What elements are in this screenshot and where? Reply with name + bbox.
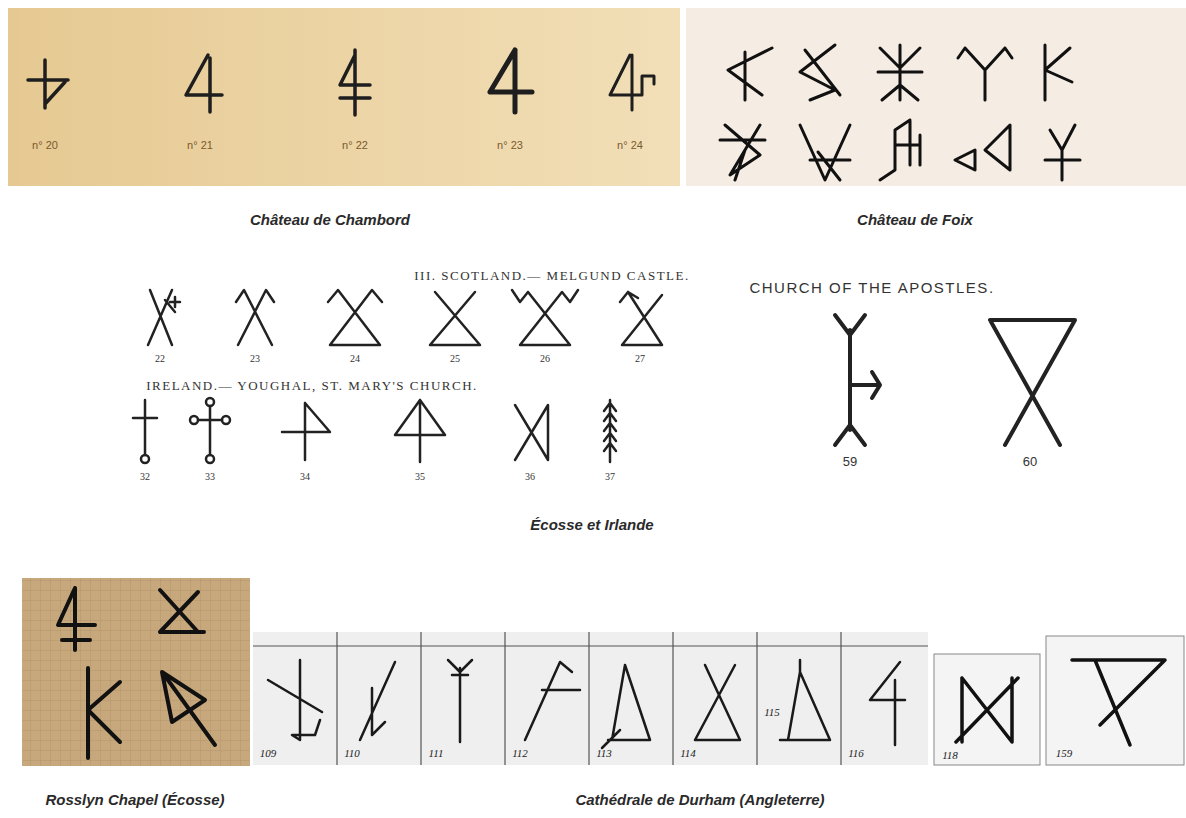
mason-marks: [835, 315, 1075, 445]
callout-number: 26: [540, 353, 550, 364]
callout-number: 60: [1023, 455, 1037, 469]
heading: CHURCH OF THE APOSTLES.: [749, 280, 994, 297]
callout-number: 159: [1056, 747, 1073, 759]
callout-number: 36: [525, 471, 535, 482]
caption: Écosse et Irlande: [530, 517, 653, 534]
callout-number: 35: [415, 471, 425, 482]
callout-number: 112: [512, 747, 528, 759]
callout-number: 118: [942, 749, 958, 761]
callout-number: 111: [429, 747, 444, 759]
heading: IRELAND.— YOUGHAL, ST. MARY'S CHURCH.: [146, 379, 478, 393]
callout-number: 109: [260, 747, 277, 759]
callout-number: 27: [635, 353, 645, 364]
panel: [934, 654, 1040, 765]
callout-number: n° 21: [187, 139, 213, 151]
callout-number: 24: [350, 353, 360, 364]
callout-number: n° 24: [617, 139, 643, 151]
callout-number: 25: [450, 353, 460, 364]
panel: [8, 8, 680, 186]
callout-number: 115: [764, 706, 780, 718]
callout-number: 37: [605, 471, 615, 482]
callout-number: 116: [848, 747, 864, 759]
callout-number: 114: [680, 747, 696, 759]
callout-number: 22: [155, 353, 165, 364]
callout-number: 23: [250, 353, 260, 364]
panel: [1046, 636, 1184, 765]
mason-marks: [720, 45, 1080, 180]
callout-number: 59: [843, 455, 857, 469]
callout-number: n° 20: [32, 139, 58, 151]
callout-number: 32: [140, 471, 150, 482]
panel: [686, 8, 1186, 186]
callout-number: 110: [344, 747, 360, 759]
mason-marks: [58, 588, 215, 758]
panel: [22, 578, 250, 766]
mason-marks: [956, 660, 1165, 745]
callout-number: 34: [300, 471, 310, 482]
callout-number: n° 23: [497, 139, 523, 151]
caption: Rosslyn Chapel (Écosse): [45, 792, 224, 809]
caption: Cathédrale de Durham (Angleterre): [575, 792, 824, 809]
table-lines: [253, 632, 928, 765]
mason-marks: [268, 660, 905, 748]
callout-number: 113: [596, 747, 612, 759]
mason-marks: [28, 50, 654, 115]
panel: [253, 632, 928, 765]
grid: [22, 578, 250, 766]
caption: Château de Chambord: [250, 212, 410, 229]
mason-marks: [148, 290, 662, 345]
mason-marks: [133, 398, 616, 463]
heading: III. SCOTLAND.— MELGUND CASTLE.: [414, 269, 689, 283]
caption: Château de Foix: [857, 212, 973, 229]
callout-number: 33: [205, 471, 215, 482]
callout-number: n° 22: [342, 139, 368, 151]
